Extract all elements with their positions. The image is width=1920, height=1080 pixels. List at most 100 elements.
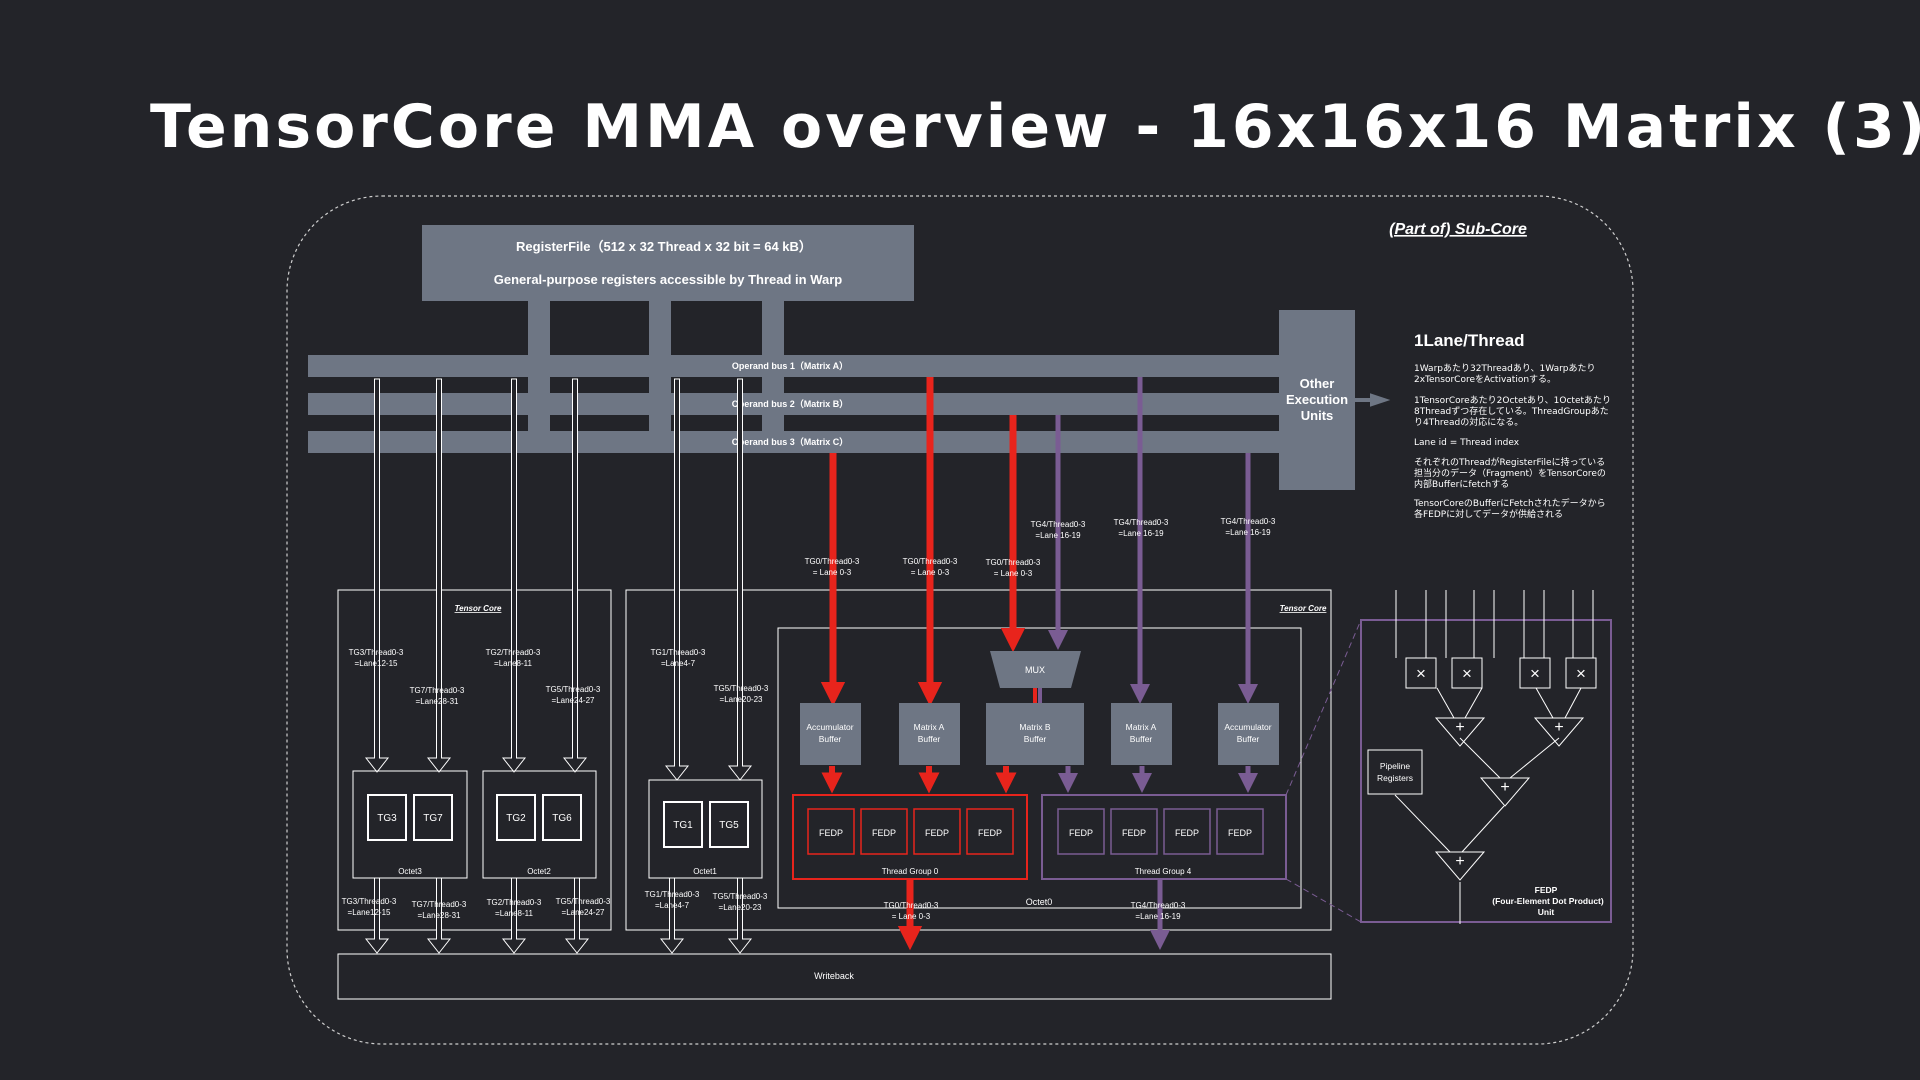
- fedp-box: [1110, 808, 1158, 855]
- svg-text:=Lane28-31: =Lane28-31: [416, 697, 459, 706]
- fedp-box: [966, 808, 1014, 855]
- svg-text:Unit: Unit: [1538, 907, 1555, 917]
- fedp-box: [913, 808, 961, 855]
- svg-text:=Lane 16-19: =Lane 16-19: [1118, 529, 1164, 538]
- adder-icon: [1479, 777, 1531, 807]
- adder-icon: [1434, 717, 1486, 747]
- svg-text:TG3: TG3: [377, 813, 397, 824]
- multiply-icon: [1405, 657, 1437, 689]
- svg-text:担当分のデータ（Fragment）をTensorCoreの: 担当分のデータ（Fragment）をTensorCoreの: [1414, 467, 1606, 479]
- svg-text:り4Threadの対応になる。: り4Threadの対応になる。: [1414, 416, 1523, 428]
- thread-group-0: [792, 794, 1028, 880]
- fedp-box: [1057, 808, 1105, 855]
- register-file-title: RegisterFile（512 x 32 Thread x 32 bit = …: [516, 239, 812, 254]
- writeback-box: [337, 953, 1332, 1000]
- svg-text:×: ×: [1416, 664, 1426, 683]
- matrix-a-buffer: [899, 703, 960, 765]
- svg-text:TG3/Thread0-3: TG3/Thread0-3: [342, 897, 397, 906]
- svg-text:TG2: TG2: [506, 813, 526, 824]
- octet0-label: Octet0: [1026, 897, 1053, 907]
- page-title: TensorCore MMA overview - 16x16x16 Matri…: [150, 92, 1920, 162]
- svg-text:TG4/Thread0-3: TG4/Thread0-3: [1221, 517, 1276, 526]
- tensor-core-right-label: Tensor Core: [1280, 604, 1327, 613]
- tg0-data-paths: [820, 377, 1037, 951]
- octet3-label: Octet3: [398, 867, 422, 876]
- tensor-core-left-label: Tensor Core: [455, 604, 502, 613]
- svg-text:TG4/Thread0-3: TG4/Thread0-3: [1031, 520, 1086, 529]
- svg-text:(Four-Element Dot Product): (Four-Element Dot Product): [1492, 896, 1604, 906]
- operand-bus-2-label: Operand bus 2（Matrix B）: [732, 399, 849, 409]
- subcore-outline: [286, 195, 1634, 1045]
- svg-text:TG1/Thread0-3: TG1/Thread0-3: [651, 648, 706, 657]
- register-file: [422, 225, 914, 301]
- svg-text:=Lane20-23: =Lane20-23: [720, 695, 763, 704]
- svg-text:=Lane24-27: =Lane24-27: [552, 696, 595, 705]
- octet2-label: Octet2: [527, 867, 551, 876]
- fedp-detail-wires: [1394, 590, 1594, 924]
- svg-text:Matrix A: Matrix A: [1126, 722, 1157, 732]
- operand-bus-3: [308, 431, 1280, 453]
- octet3-box: [352, 770, 468, 879]
- svg-text:Matrix A: Matrix A: [914, 722, 945, 732]
- svg-text:1Warpあたり32Threadあり、1Warpあたり: 1Warpあたり32Threadあり、1Warpあたり: [1414, 363, 1596, 374]
- fetch-arrow: [364, 378, 390, 773]
- fedp-label: FEDP: [978, 828, 1002, 838]
- fetch-arrow: [426, 378, 452, 773]
- thread-fetch-arrows: [364, 378, 753, 954]
- svg-text:TG2/Thread0-3: TG2/Thread0-3: [486, 648, 541, 657]
- tg5-box: [709, 801, 749, 848]
- svg-text:TG5: TG5: [719, 820, 739, 831]
- tg7-box: [413, 794, 453, 841]
- svg-text:+: +: [1455, 719, 1464, 736]
- thread-group-4: [1041, 794, 1287, 880]
- svg-text:TG7/Thread0-3: TG7/Thread0-3: [410, 686, 465, 695]
- fedp-label: FEDP: [1069, 828, 1093, 838]
- left-core-labels: TG3/Thread0-3 =Lane12-15 TG7/Thread0-3 =…: [342, 648, 611, 920]
- fedp-label: FEDP: [872, 828, 896, 838]
- svg-text:TG4/Thread0-3: TG4/Thread0-3: [1114, 518, 1169, 527]
- fedp-operators: ××××++++: [1405, 657, 1597, 881]
- fedp-label: FEDP: [1175, 828, 1199, 838]
- tg2-box: [496, 794, 536, 841]
- svg-text:TG6: TG6: [552, 813, 572, 824]
- svg-text:=Lane 16-19: =Lane 16-19: [1135, 912, 1181, 921]
- svg-text:Buffer: Buffer: [819, 734, 842, 744]
- octet0-box: [777, 627, 1302, 909]
- svg-text:=Lane 16-19: =Lane 16-19: [1225, 528, 1271, 537]
- tensor-core-right: [625, 589, 1332, 931]
- svg-text:+: +: [1500, 779, 1509, 796]
- svg-text:×: ×: [1576, 664, 1586, 683]
- notes-heading: 1Lane/Thread: [1414, 331, 1525, 350]
- notes-panel: 1Lane/Thread 1Warpあたり32Threadあり、1Warpあたり…: [1413, 331, 1611, 520]
- svg-text:Pipeline: Pipeline: [1380, 761, 1411, 771]
- multiply-icon: [1451, 657, 1483, 689]
- svg-text:TG0/Thread0-3: TG0/Thread0-3: [986, 558, 1041, 567]
- fetch-arrow: [364, 877, 390, 954]
- svg-text:+: +: [1554, 719, 1563, 736]
- fetch-arrow: [664, 378, 690, 781]
- svg-text:= Lane 0-3: = Lane 0-3: [911, 568, 950, 577]
- svg-text:2xTensorCoreをActivationする。: 2xTensorCoreをActivationする。: [1414, 374, 1556, 385]
- fetch-arrow: [501, 378, 527, 773]
- fedp-label: FEDP: [925, 828, 949, 838]
- svg-text:TG0/Thread0-3: TG0/Thread0-3: [884, 901, 939, 910]
- svg-text:=Lane8-11: =Lane8-11: [495, 909, 533, 918]
- svg-text:=Lane4-7: =Lane4-7: [655, 901, 690, 910]
- matrix-a-buffer: [1111, 703, 1172, 765]
- fedp-box: [860, 808, 908, 855]
- tensor-core-left: [337, 589, 612, 931]
- fedp-box: [1216, 808, 1264, 855]
- fedp-label: FEDP: [819, 828, 843, 838]
- other-execution-units: [1279, 310, 1355, 490]
- fedp-box: [807, 808, 855, 855]
- svg-text:8Threadずつ存在している。ThreadGroupあた: 8Threadずつ存在している。ThreadGroupあた: [1414, 405, 1609, 417]
- fedp-label: FEDP: [1228, 828, 1252, 838]
- svg-text:TG4/Thread0-3: TG4/Thread0-3: [1131, 901, 1186, 910]
- octet1-label: Octet1: [693, 867, 717, 876]
- svg-text:=Lane20-23: =Lane20-23: [719, 903, 762, 912]
- svg-text:=Lane12-15: =Lane12-15: [355, 659, 398, 668]
- svg-text:=Lane8-11: =Lane8-11: [494, 659, 532, 668]
- tg6-box: [542, 794, 582, 841]
- octet1-labels: TG1/Thread0-3 =Lane4-7 TG5/Thread0-3 =La…: [645, 648, 769, 912]
